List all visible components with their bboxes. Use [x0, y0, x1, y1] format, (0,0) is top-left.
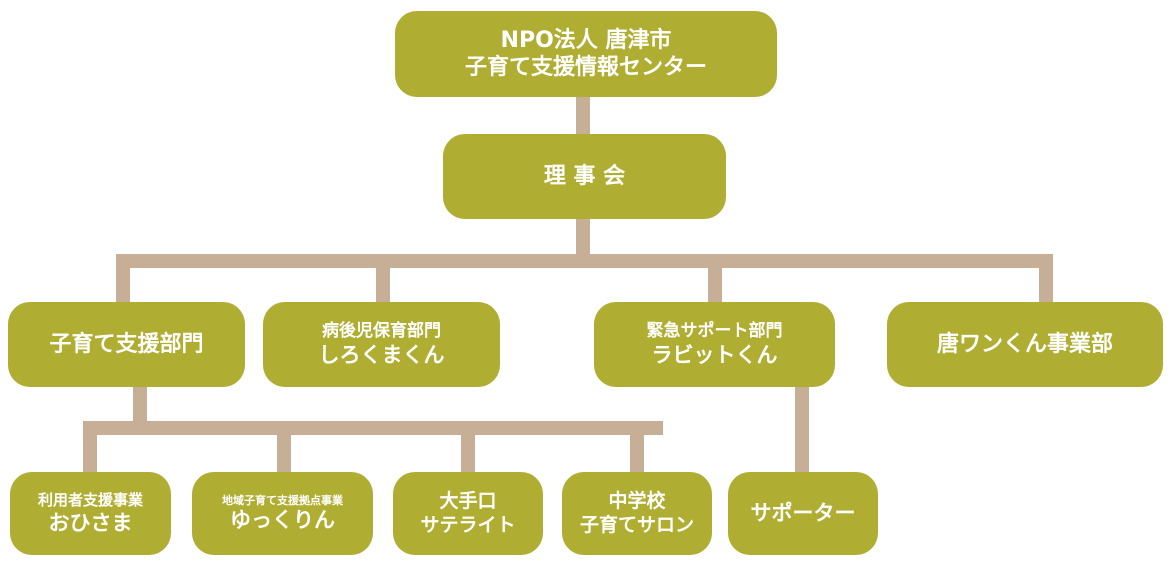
- connector-childcare-down: [133, 386, 147, 424]
- connector-departments-bar: [116, 254, 1053, 268]
- connector-root-board: [576, 96, 590, 136]
- node-root-line2: 子育て支援情報センター: [464, 55, 707, 80]
- connector-unit-4: [630, 421, 644, 473]
- node-label: 地域子育て支援拠点事業: [222, 493, 343, 507]
- connector-childcare-bar: [83, 421, 663, 435]
- connector-board-down: [576, 218, 590, 264]
- connector-dept-4: [1039, 254, 1053, 304]
- node-dept-karawan: 唐ワンくん事業部: [887, 302, 1163, 387]
- node-dept-childcare-support: 子育て支援部門: [8, 302, 245, 387]
- node-unit-otemaguchi: 大手口 サテライト: [393, 472, 543, 555]
- node-label: 子育て支援部門: [49, 331, 204, 357]
- node-sublabel: 子育てサロン: [579, 513, 694, 536]
- node-dept-sick-child-care: 病後児保育部門 しろくまくん: [263, 302, 500, 387]
- node-sublabel: サテライト: [420, 513, 516, 536]
- node-board-label: 理 事 会: [543, 163, 626, 189]
- node-label: 大手口: [439, 489, 497, 512]
- connector-unit-2: [277, 421, 291, 473]
- connector-dept-2: [376, 254, 390, 304]
- connector-dept-3: [708, 254, 722, 304]
- node-label: 病後児保育部門: [322, 320, 441, 341]
- connector-emergency-down: [795, 386, 809, 474]
- node-label: 唐ワンくん事業部: [936, 331, 1113, 357]
- node-label: 利用者支援事業: [37, 491, 143, 509]
- node-dept-emergency-support: 緊急サポート部門 ラビットくん: [594, 302, 835, 387]
- node-label: 緊急サポート部門: [646, 320, 783, 341]
- node-sublabel: おひさま: [48, 510, 133, 535]
- connector-dept-1: [116, 254, 130, 304]
- connector-unit-3: [461, 421, 475, 473]
- node-board: 理 事 会: [443, 134, 726, 219]
- node-unit-junior-high-salon: 中学校 子育てサロン: [562, 472, 712, 555]
- node-unit-yukkurin: 地域子育て支援拠点事業 ゆっくりん: [192, 472, 373, 555]
- node-unit-ohisama: 利用者支援事業 おひさま: [10, 472, 171, 555]
- node-sublabel: ゆっくりん: [230, 508, 335, 533]
- connector-unit-1: [83, 421, 97, 473]
- node-sublabel: しろくまくん: [318, 343, 445, 367]
- node-root-line1: NPO法人 唐津市: [500, 27, 672, 53]
- node-root: NPO法人 唐津市 子育て支援情報センター: [395, 11, 777, 97]
- node-label: 中学校: [608, 489, 666, 512]
- node-sublabel: ラビットくん: [651, 343, 778, 367]
- node-unit-supporter: サポーター: [728, 472, 878, 555]
- node-label: サポーター: [750, 501, 856, 526]
